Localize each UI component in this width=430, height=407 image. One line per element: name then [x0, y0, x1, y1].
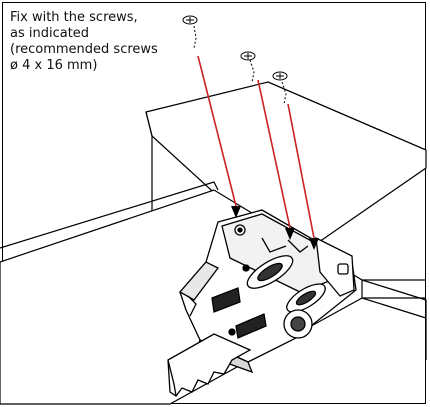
screw-guide-lines — [197, 55, 315, 239]
instruction-line: Fix with the screws, — [10, 10, 138, 25]
figure-frame — [2, 2, 426, 404]
instruction-text: Fix with the screws, as indicated (recom… — [10, 10, 158, 74]
screw-icon — [182, 15, 198, 25]
instruction-line: ø 4 x 16 mm) — [10, 58, 98, 73]
screw-dotted-paths — [193, 25, 287, 105]
release-lever — [167, 333, 252, 397]
screw-icon — [272, 71, 288, 81]
instruction-line: as indicated — [10, 26, 90, 41]
arrow-icon — [231, 206, 319, 250]
instruction-line: (recommended screws — [10, 42, 158, 57]
screw-icon — [240, 51, 256, 61]
